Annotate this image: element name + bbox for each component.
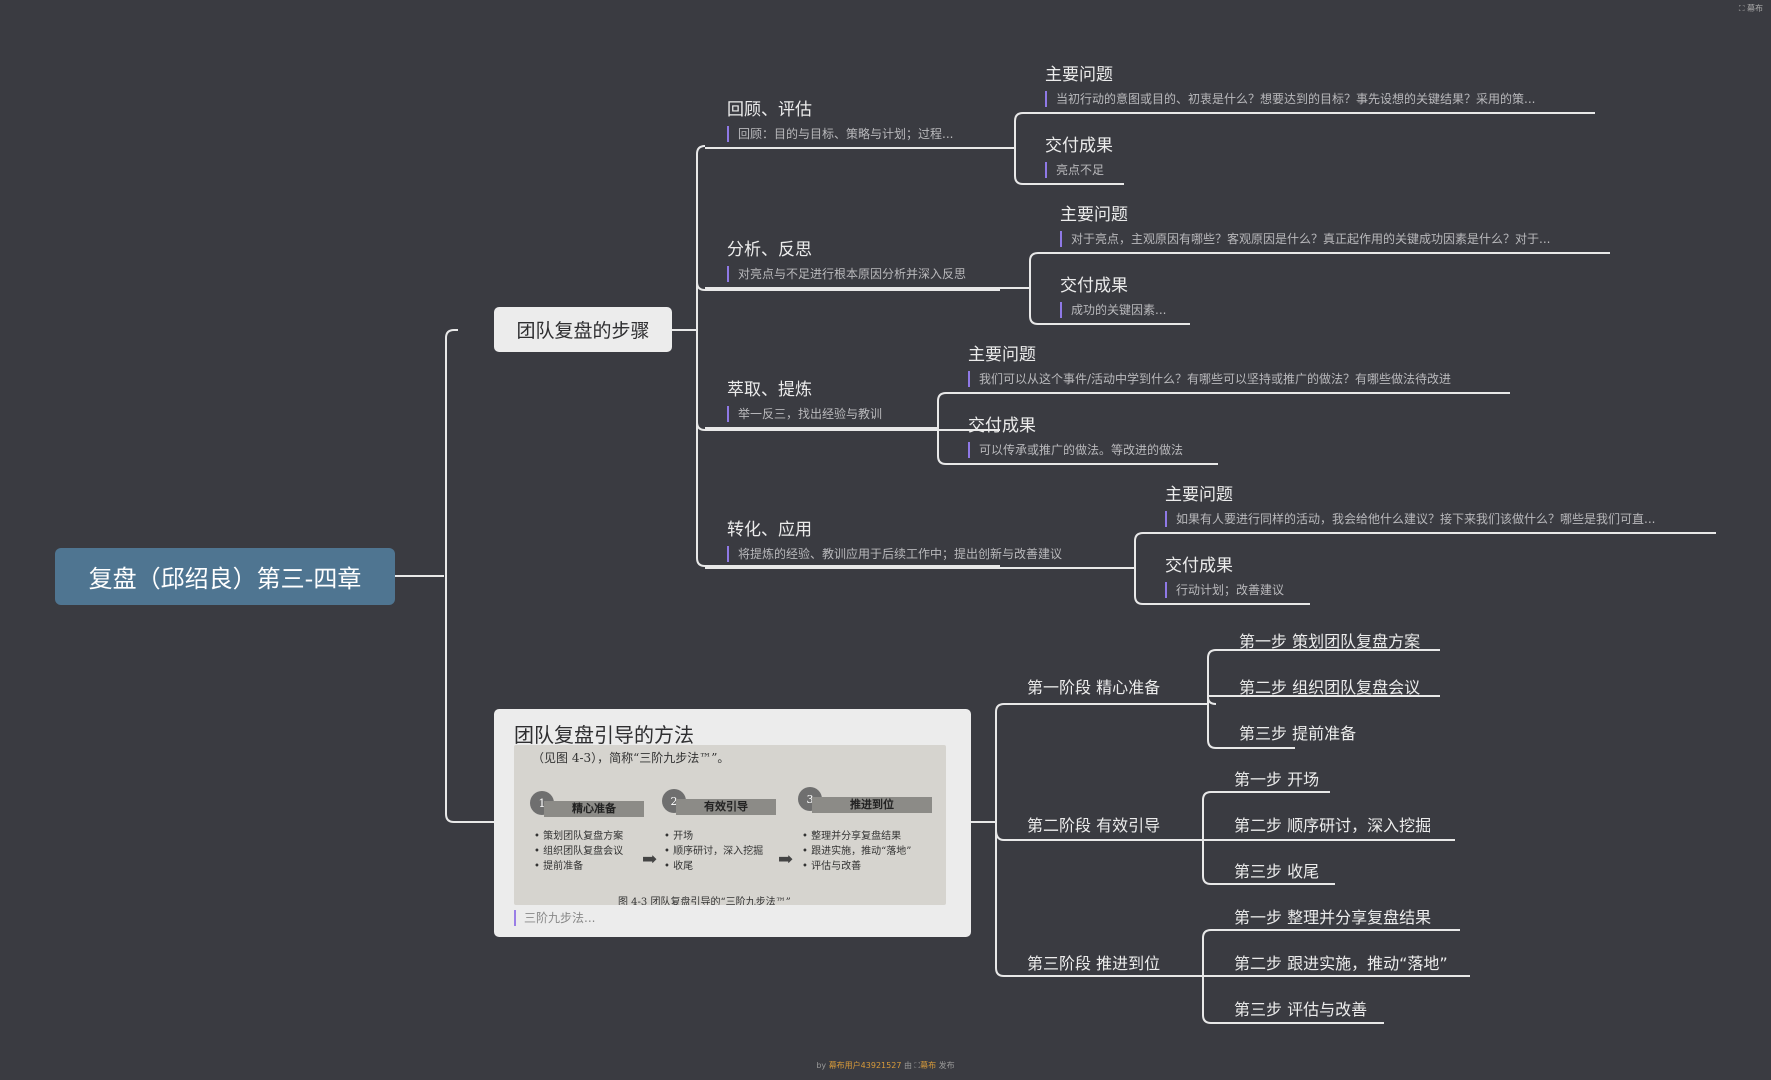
stage-2-list: • 开场 • 顺序研讨，深入挖掘 • 收尾 bbox=[664, 829, 763, 874]
method-note: 三阶九步法... bbox=[514, 910, 595, 926]
method-image: （见图 4-3），简称“三阶九步法™”。 1 精心准备 • 策划团队复盘方案 •… bbox=[514, 745, 946, 905]
connector-s1-bracket bbox=[1014, 112, 1595, 185]
stage-2-item: • 顺序研讨，深入挖掘 bbox=[664, 846, 764, 857]
connector-steps-bracket bbox=[696, 145, 1000, 567]
connector-method-bracket bbox=[995, 703, 1020, 977]
stage-3-item: • 评估与改善 bbox=[802, 861, 862, 872]
figure-caption: 图 4-3 团队复盘引导的“三阶九步法™” bbox=[618, 897, 791, 905]
stage-3-title: 推进到位 bbox=[812, 797, 932, 813]
connector-s2-bracket bbox=[1029, 252, 1610, 325]
connector-s4-bracket bbox=[1134, 532, 1716, 605]
phase-1-step-2[interactable]: 第二步 组织团队复盘会议 bbox=[1239, 678, 1421, 697]
phase-3-step-3[interactable]: 第三步 评估与改善 bbox=[1234, 1000, 1368, 1019]
phase-2-step-2[interactable]: 第二步 顺序研讨，深入挖掘 bbox=[1234, 816, 1432, 835]
step-3-title[interactable]: 萃取、提炼 bbox=[727, 380, 812, 400]
root-node[interactable]: 复盘（邱绍良）第三-四章 bbox=[55, 548, 395, 605]
stage-1-item: • 策划团队复盘方案 bbox=[534, 831, 624, 842]
phase-3-step-2[interactable]: 第二步 跟进实施，推动“落地” bbox=[1234, 954, 1448, 973]
stage-1-title: 精心准备 bbox=[544, 801, 644, 817]
image-caption: （见图 4-3），简称“三阶九步法™”。 bbox=[532, 751, 730, 765]
step-2-question-title[interactable]: 主要问题 bbox=[1060, 205, 1128, 225]
arrow-icon: ➡ bbox=[642, 849, 658, 870]
step-1-note: 回顾：目的与目标、策略与计划；过程... bbox=[727, 126, 953, 142]
connector-p1-bracket bbox=[1207, 649, 1440, 749]
step-3-result-note: 可以传承或推广的做法。等改进的做法 bbox=[968, 442, 1183, 458]
step-2-note: 对亮点与不足进行根本原因分析并深入反思 bbox=[727, 266, 966, 282]
step-4-title[interactable]: 转化、应用 bbox=[727, 520, 812, 540]
steps-label: 团队复盘的步骤 bbox=[516, 320, 650, 342]
stage-2-item: • 收尾 bbox=[664, 861, 694, 872]
method-label: 团队复盘引导的方法 bbox=[514, 723, 694, 747]
step-4-result-title[interactable]: 交付成果 bbox=[1165, 556, 1233, 576]
step-2-question-note: 对于亮点，主观原因有哪些？客观原因是什么？真正起作用的关键成功因素是什么？对于.… bbox=[1060, 231, 1550, 247]
step-4-question-title[interactable]: 主要问题 bbox=[1165, 485, 1233, 505]
corner-brand[interactable]: ⛶ 幕布 bbox=[1738, 4, 1763, 13]
arrow-icon: ➡ bbox=[778, 849, 794, 870]
phase-1-step-1[interactable]: 第一步 策划团队复盘方案 bbox=[1239, 632, 1421, 651]
step-3-question-title[interactable]: 主要问题 bbox=[968, 345, 1036, 365]
step-1-question-title[interactable]: 主要问题 bbox=[1045, 65, 1113, 85]
step-1-question-note: 当初行动的意图或目的、初衷是什么？想要达到的目标？事先设想的关键结果？采用的策.… bbox=[1045, 91, 1535, 107]
stage-3-list: • 整理并分享复盘结果 • 跟进实施，推动“落地” • 评估与改善 bbox=[802, 829, 911, 874]
phase-3-title[interactable]: 第三阶段 推进到位 bbox=[1027, 954, 1161, 973]
phase-1-title[interactable]: 第一阶段 精心准备 bbox=[1027, 678, 1161, 697]
phase-2-step-3[interactable]: 第三步 收尾 bbox=[1234, 862, 1320, 881]
footer-user-link[interactable]: 幕布用户43921527 bbox=[828, 1061, 902, 1070]
steps-node[interactable]: 团队复盘的步骤 bbox=[494, 307, 672, 352]
step-2-title[interactable]: 分析、反思 bbox=[727, 240, 812, 260]
stage-2-title: 有效引导 bbox=[676, 799, 776, 815]
phase-1-step-3[interactable]: 第三步 提前准备 bbox=[1239, 724, 1357, 743]
stage-2-item: • 开场 bbox=[664, 831, 694, 842]
step-3-result-title[interactable]: 交付成果 bbox=[968, 416, 1036, 436]
stage-3-item: • 整理并分享复盘结果 bbox=[802, 831, 902, 842]
step-3-note: 举一反三，找出经验与教训 bbox=[727, 406, 882, 422]
stage-3-item: • 跟进实施，推动“落地” bbox=[802, 846, 912, 857]
footer-credit: by 幕布用户43921527 由 ⛶幕布 发布 bbox=[816, 1061, 955, 1070]
step-4-note: 将提炼的经验、教训应用于后续工作中；提出创新与改善建议 bbox=[727, 546, 1062, 562]
step-2-result-note: 成功的关键因素... bbox=[1060, 302, 1166, 318]
step-2-result-title[interactable]: 交付成果 bbox=[1060, 276, 1128, 296]
stage-1-item: • 提前准备 bbox=[534, 861, 584, 872]
step-4-result-note: 行动计划；改善建议 bbox=[1165, 582, 1284, 598]
phase-3-step-1[interactable]: 第一步 整理并分享复盘结果 bbox=[1234, 908, 1432, 927]
step-1-title[interactable]: 回顾、评估 bbox=[727, 100, 812, 120]
stage-1-list: • 策划团队复盘方案 • 组织团队复盘会议 • 提前准备 bbox=[534, 829, 623, 874]
footer-brand-link[interactable]: 幕布 bbox=[920, 1061, 937, 1070]
step-3-question-note: 我们可以从这个事件/活动中学到什么？有哪些可以坚持或推广的做法？有哪些做法待改进 bbox=[968, 371, 1451, 387]
method-node[interactable]: 团队复盘引导的方法 （见图 4-3），简称“三阶九步法™”。 1 精心准备 • … bbox=[494, 709, 971, 937]
stage-1-item: • 组织团队复盘会议 bbox=[534, 846, 624, 857]
expand-icon[interactable]: ⛶ bbox=[1738, 4, 1745, 13]
step-4-question-note: 如果有人要进行同样的活动，我会给他什么建议？接下来我们该做什么？哪些是我们可直.… bbox=[1165, 511, 1655, 527]
connector-p3-bracket bbox=[1202, 929, 1470, 1024]
connector-trunk bbox=[445, 329, 494, 823]
connector-p2-bracket bbox=[1202, 791, 1455, 885]
brand-icon: ⛶ bbox=[914, 1061, 921, 1070]
phase-2-step-1[interactable]: 第一步 开场 bbox=[1234, 770, 1320, 789]
phase-2-title[interactable]: 第二阶段 有效引导 bbox=[1027, 816, 1161, 835]
step-1-result-note: 亮点不足 bbox=[1045, 162, 1104, 178]
root-label: 复盘（邱绍良）第三-四章 bbox=[88, 565, 362, 593]
step-1-result-title[interactable]: 交付成果 bbox=[1045, 136, 1113, 156]
connector-s3-bracket bbox=[937, 392, 1510, 465]
